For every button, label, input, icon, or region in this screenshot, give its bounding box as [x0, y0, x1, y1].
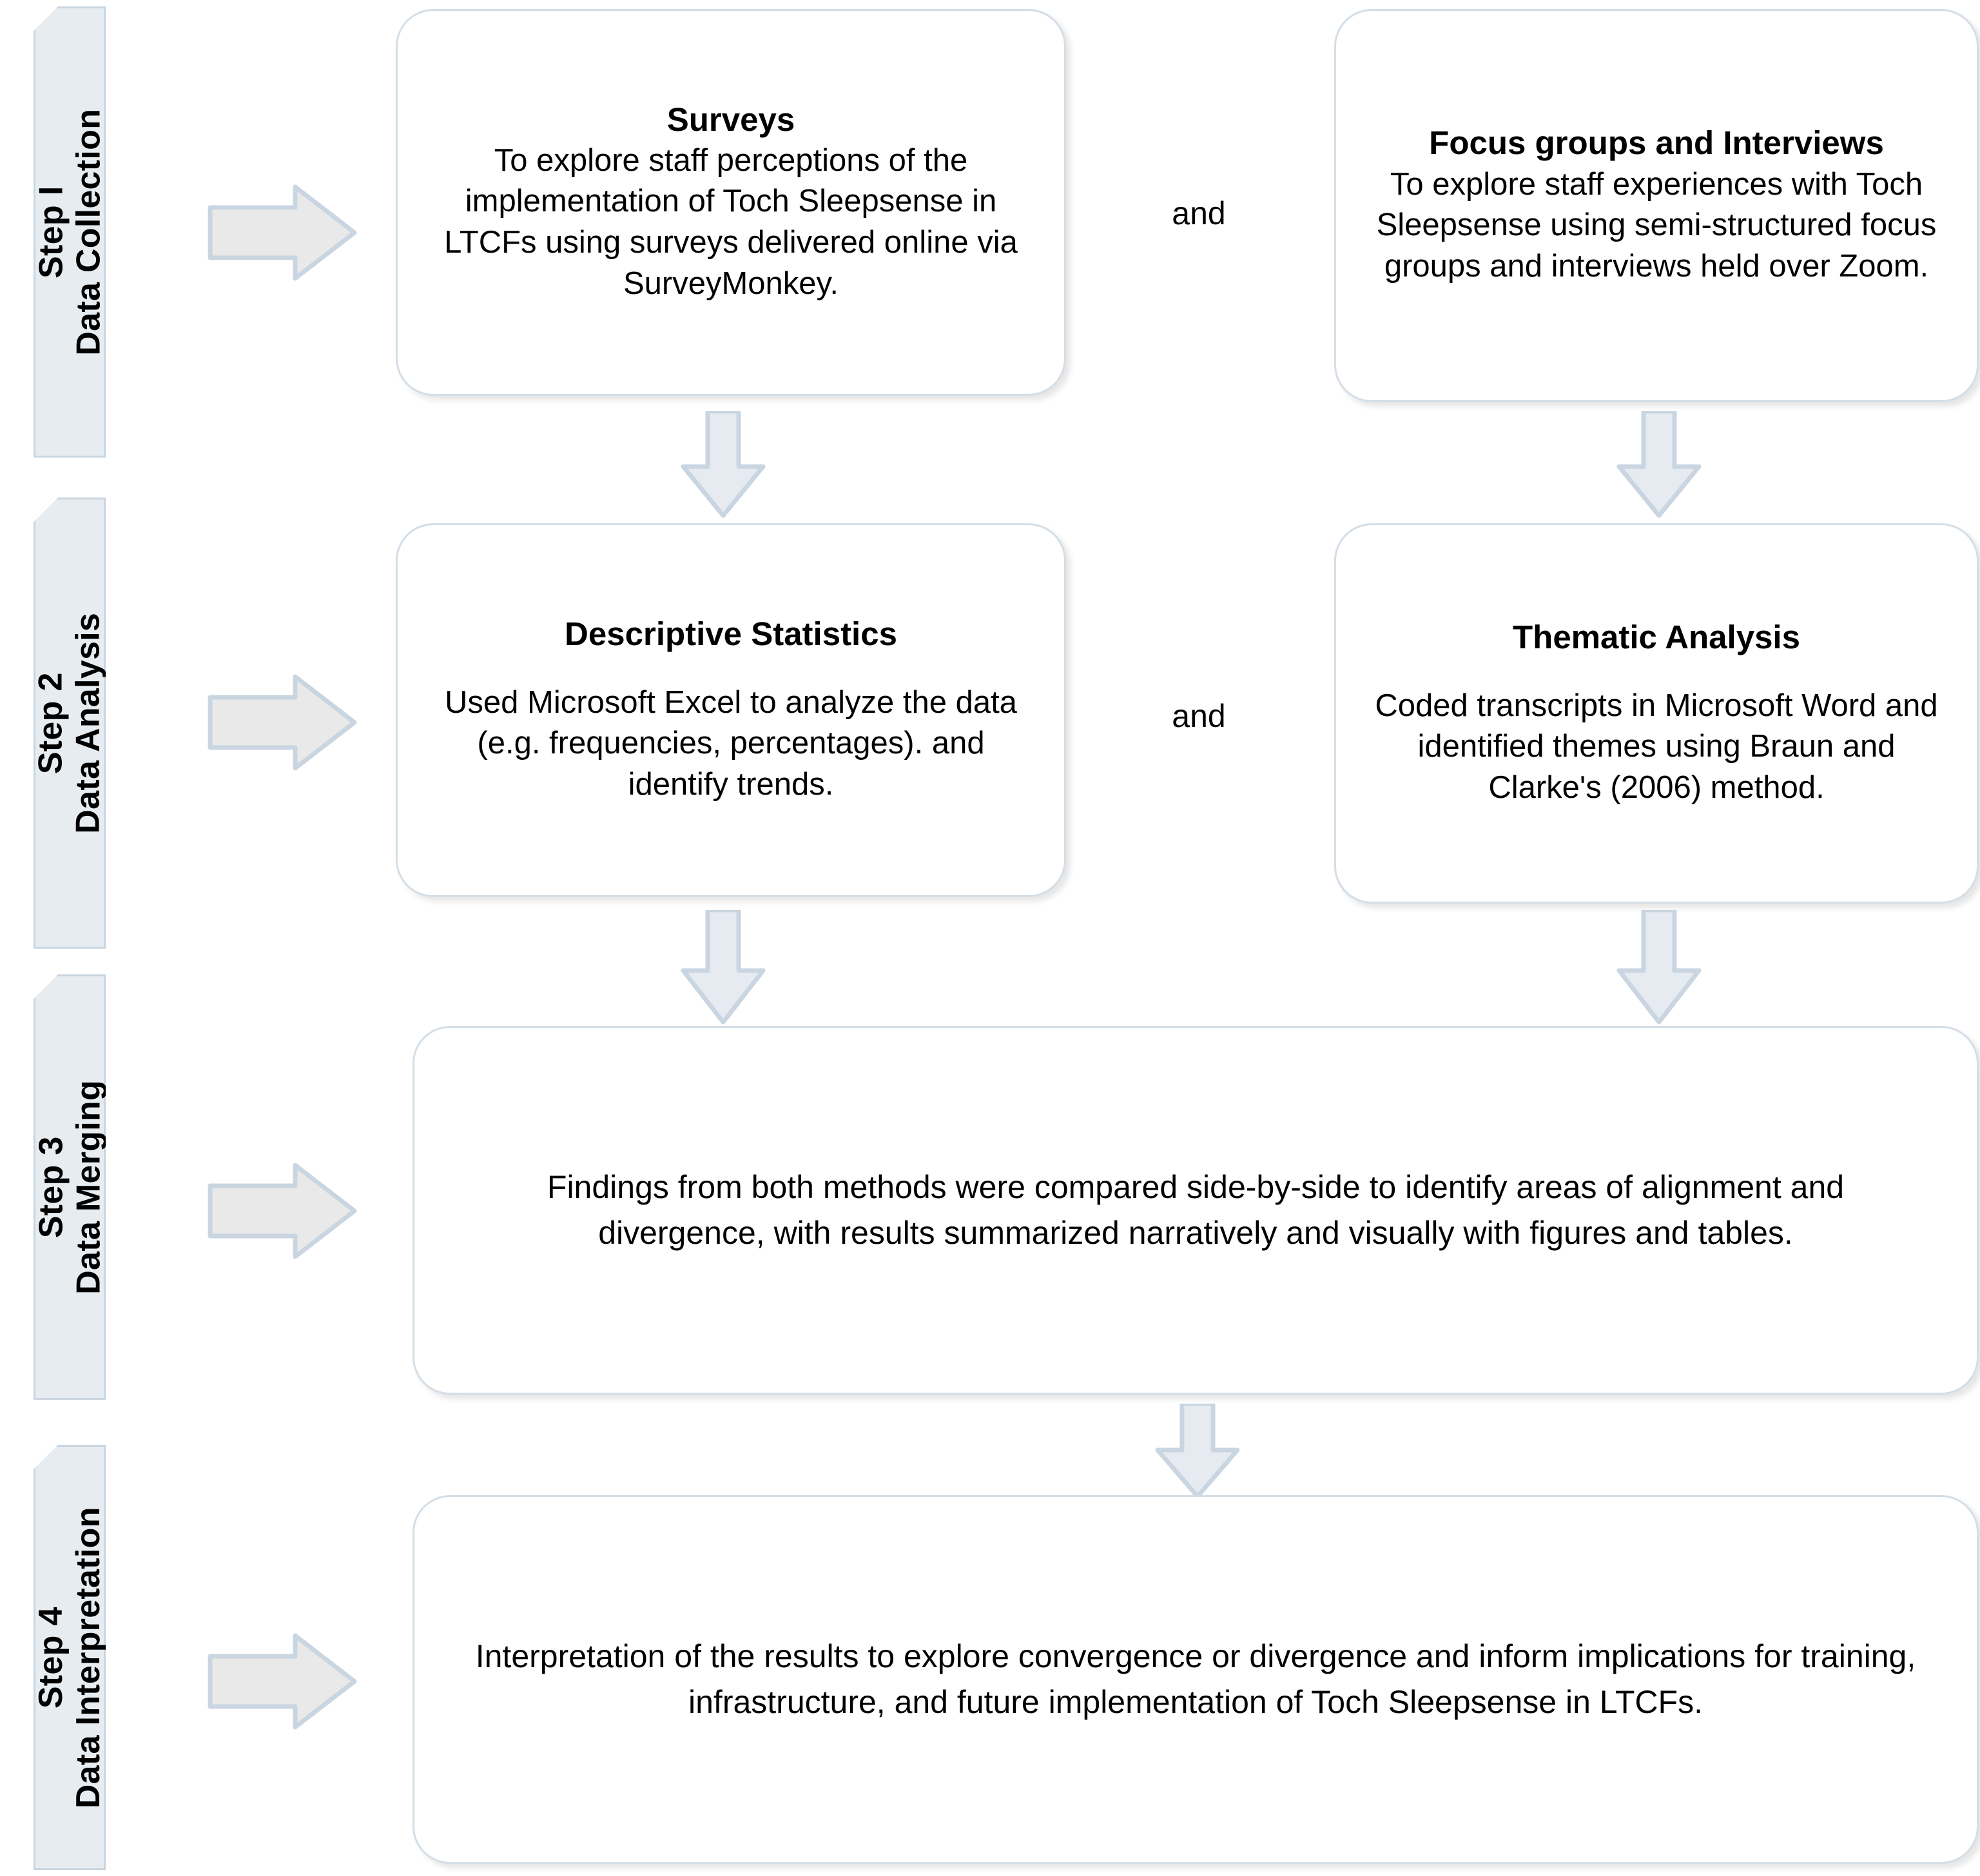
node-data-interpretation-body: Interpretation of the results to explore…: [475, 1638, 1916, 1720]
node-descriptive-statistics-body: Used Microsoft Excel to analyze the data…: [445, 684, 1017, 802]
right-arrow-icon: [208, 674, 357, 771]
and-connector-step-2: and: [1172, 698, 1226, 734]
node-thematic-analysis-title: Thematic Analysis: [1513, 619, 1800, 656]
node-surveys-body: To explore staff perceptions of the impl…: [444, 142, 1018, 301]
down-arrow-icon: [1616, 910, 1702, 1025]
node-focus-groups-body: To explore staff experiences with Toch S…: [1376, 166, 1937, 284]
node-focus-groups-title: Focus groups and Interviews: [1429, 124, 1884, 162]
step-banner-3: Step 3 Data Merging: [34, 974, 106, 1400]
down-arrow-focus-to-thematic: [1607, 411, 1711, 519]
right-arrow-icon: [208, 184, 357, 281]
right-arrow-step-1: [208, 182, 357, 284]
down-arrow-surveys-to-descriptive: [672, 411, 775, 519]
right-arrow-step-4: [208, 1630, 357, 1732]
step-banner-4-name: Data Interpretation: [70, 1507, 107, 1808]
step-banner-2: Step 2 Data Analysis: [34, 498, 106, 949]
node-surveys: Surveys To explore staff perceptions of …: [396, 9, 1066, 396]
step-banner-1-name: Data Collection: [70, 108, 107, 356]
node-thematic-analysis: Thematic Analysis Coded transcripts in M…: [1334, 523, 1979, 904]
step-banner-4: Step 4 Data Interpretation: [34, 1445, 106, 1870]
right-arrow-step-2: [208, 672, 357, 773]
step-banner-4-text: Step 4 Data Interpretation: [32, 1507, 107, 1808]
down-arrow-thematic-to-merging: [1607, 910, 1711, 1026]
right-arrow-step-3: [208, 1160, 357, 1262]
step-banner-1-number: Step I: [32, 186, 70, 278]
and-connector-step-1: and: [1172, 195, 1226, 231]
right-arrow-icon: [208, 1633, 357, 1730]
step-banner-2-number: Step 2: [32, 672, 70, 774]
down-arrow-icon: [681, 411, 766, 518]
node-descriptive-statistics-title: Descriptive Statistics: [565, 615, 897, 653]
node-thematic-analysis-body: Coded transcripts in Microsoft Word and …: [1375, 688, 1938, 805]
node-data-merging-body: Findings from both methods were compared…: [547, 1169, 1845, 1251]
right-arrow-icon: [208, 1163, 357, 1259]
step-banner-3-number: Step 3: [32, 1136, 70, 1238]
down-arrow-icon: [1616, 411, 1702, 518]
step-banner-2-text: Step 2 Data Analysis: [32, 612, 107, 834]
node-descriptive-statistics: Descriptive Statistics Used Microsoft Ex…: [396, 523, 1066, 897]
node-data-merging: Findings from both methods were compared…: [412, 1026, 1979, 1395]
step-banner-4-number: Step 4: [32, 1607, 70, 1708]
step-banner-2-name: Data Analysis: [70, 612, 107, 834]
step-banner-1: Step I Data Collection: [34, 6, 106, 458]
node-surveys-title: Surveys: [666, 101, 795, 138]
step-banner-3-name: Data Merging: [70, 1079, 107, 1295]
step-banner-3-text: Step 3 Data Merging: [32, 1079, 107, 1295]
node-focus-groups: Focus groups and Interviews To explore s…: [1334, 9, 1979, 402]
down-arrow-merging-to-interpretation: [1146, 1404, 1249, 1500]
step-banner-1-text: Step I Data Collection: [32, 108, 107, 356]
down-arrow-icon: [681, 910, 766, 1025]
node-data-interpretation: Interpretation of the results to explore…: [412, 1495, 1979, 1864]
down-arrow-descriptive-to-merging: [672, 910, 775, 1026]
down-arrow-icon: [1155, 1404, 1240, 1499]
